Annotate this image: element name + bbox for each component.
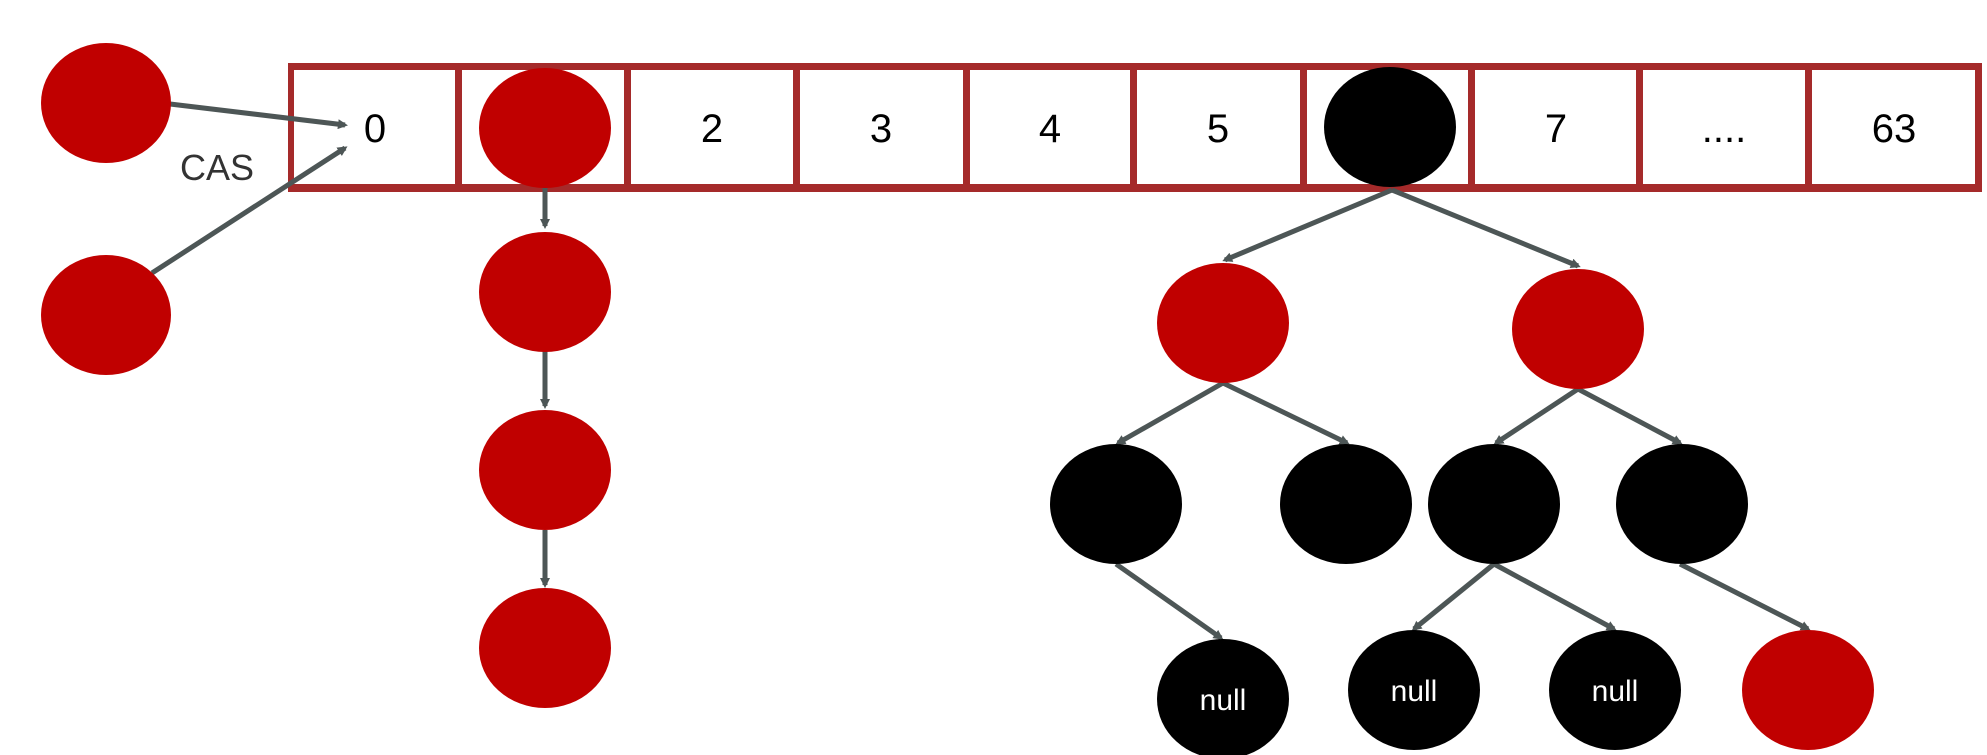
tree-edge-rl-null-left — [1411, 562, 1496, 631]
array-cell-8: .... — [1639, 66, 1809, 188]
list-node-4 — [479, 588, 611, 708]
array-cell-9: 63 — [1808, 66, 1979, 188]
tree-edge-l-ll — [1115, 380, 1225, 446]
tree-node-rr — [1616, 444, 1748, 564]
array-cell-3: 3 — [796, 66, 967, 188]
null-leaf-3: null — [1549, 630, 1681, 750]
tree-edge-l-lr — [1221, 380, 1350, 446]
cell-label-3: 3 — [870, 107, 892, 151]
tree-edge-root-right — [1391, 187, 1581, 269]
null-label-1: null — [1200, 684, 1247, 717]
tree-root-node — [1324, 67, 1456, 187]
array-cell-5: 5 — [1133, 66, 1304, 188]
cas-arrow-bottom — [150, 145, 348, 276]
list-node-head — [479, 68, 611, 188]
null-label-3: null — [1592, 675, 1639, 708]
bucket-array: 0 2 3 4 5 7 .. — [288, 63, 1982, 192]
incoming-node-2 — [41, 255, 171, 375]
tree-leaf-red — [1742, 630, 1874, 750]
list-node-3 — [479, 410, 611, 530]
array-cell-4: 4 — [966, 66, 1134, 188]
cell-label-8: .... — [1702, 107, 1746, 151]
cell-label-2: 2 — [701, 107, 723, 151]
cell-label-5: 5 — [1207, 107, 1229, 151]
null-label-2: null — [1391, 675, 1438, 708]
cell-label-0: 0 — [364, 107, 386, 151]
cas-arrows: CAS — [150, 101, 348, 276]
array-cell-2: 2 — [627, 66, 797, 188]
null-leaf-1: null — [1157, 639, 1289, 755]
list-node-2 — [479, 232, 611, 352]
tree-node-rl — [1428, 444, 1560, 564]
tree-node-lr — [1280, 444, 1412, 564]
cas-arrow-top — [169, 101, 348, 130]
incoming-nodes — [41, 43, 171, 375]
tree-edge-r-rr — [1576, 386, 1683, 446]
red-black-tree: null null null — [1050, 67, 1874, 755]
null-leaf-2: null — [1348, 630, 1480, 750]
tree-edge-ll-null — [1114, 561, 1224, 641]
tree-edge-r-rl — [1493, 386, 1580, 446]
tree-edges — [1114, 187, 1811, 641]
tree-node-right — [1512, 269, 1644, 389]
array-cell-7: 7 — [1471, 66, 1640, 188]
tree-node-left — [1157, 263, 1289, 383]
tree-node-ll — [1050, 444, 1182, 564]
tree-edge-rr-red — [1678, 561, 1811, 632]
cas-label: CAS — [180, 147, 254, 188]
tree-edge-rl-null-right — [1492, 561, 1617, 632]
cell-label-7: 7 — [1545, 107, 1567, 151]
cell-label-9: 63 — [1872, 107, 1917, 151]
cell-label-4: 4 — [1039, 107, 1061, 151]
tree-edge-root-left — [1222, 187, 1393, 263]
incoming-node-1 — [41, 43, 171, 163]
linked-list — [479, 68, 611, 708]
